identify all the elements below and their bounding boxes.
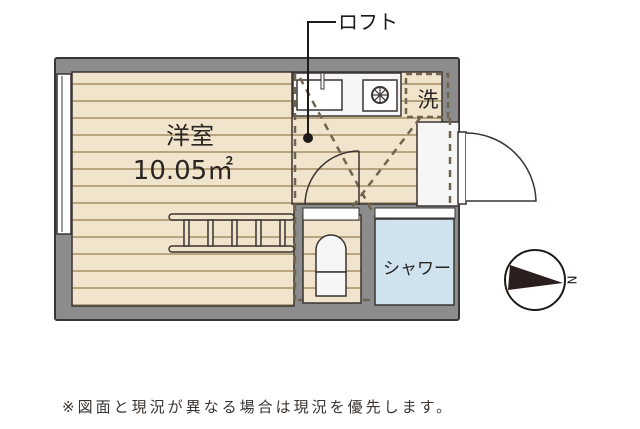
- loft-callout-line: [303, 21, 336, 143]
- laundry-label: 洗: [417, 88, 439, 112]
- toilet-room: [302, 207, 362, 304]
- door-hall: [304, 150, 360, 206]
- laundry-space: [404, 72, 450, 119]
- kitchen-counter: [292, 72, 402, 117]
- entrance-door: [457, 131, 537, 205]
- ladder-icon: [168, 213, 295, 253]
- shower-label: シャワー: [383, 259, 451, 279]
- sink-icon: [296, 79, 343, 111]
- western-room-floor: [71, 71, 295, 307]
- compass-north-label: N: [564, 275, 579, 285]
- toilet-icon: [315, 234, 347, 273]
- western-room-name: 洋室: [166, 122, 214, 150]
- shower-room: [374, 207, 456, 306]
- loft-label: ロフト: [338, 10, 398, 34]
- disclaimer-note: ※図面と現況が異なる場合は現況を優先します。: [62, 398, 455, 416]
- western-room-area: 10.05㎡: [132, 156, 234, 186]
- storage: [416, 121, 460, 207]
- window-left: [56, 73, 72, 235]
- compass-icon: [504, 249, 566, 311]
